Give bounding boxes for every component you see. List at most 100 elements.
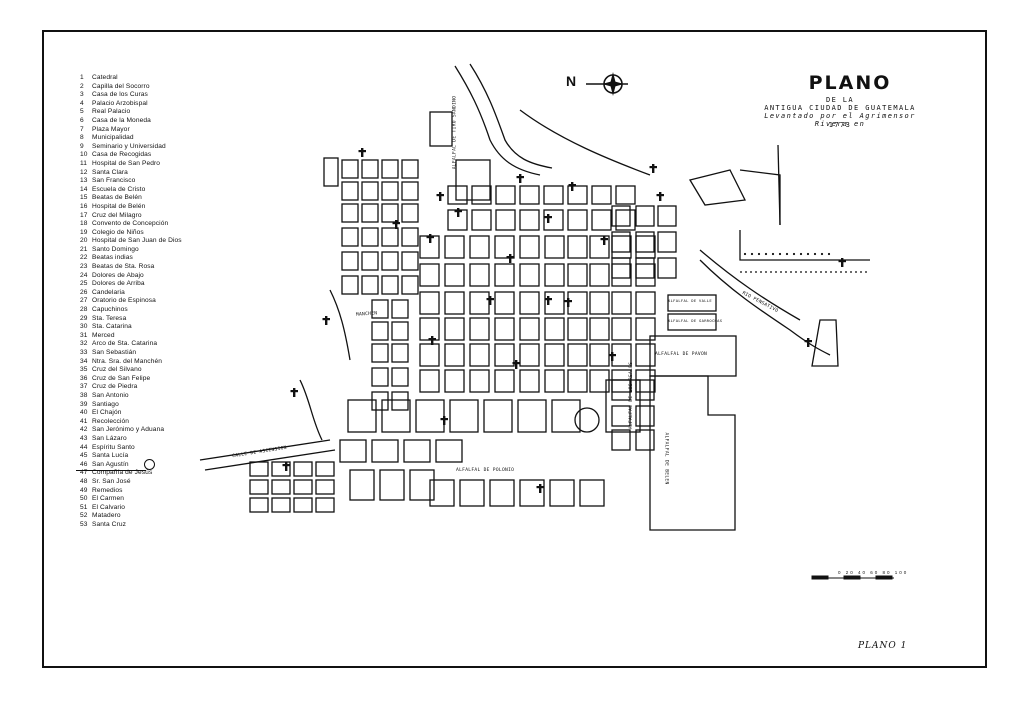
legend-number: 31: [80, 331, 88, 339]
scale-bar: [811, 575, 894, 580]
legend-number: 20: [80, 237, 88, 245]
city-block: [444, 263, 465, 287]
legend-number: 34: [80, 357, 88, 365]
city-block: [429, 111, 453, 147]
legend-name: El Chajón: [92, 409, 122, 417]
legend-number: 15: [80, 194, 88, 202]
legend-underline: [76, 470, 146, 471]
legend-number: 33: [80, 349, 88, 356]
city-block: [589, 235, 610, 259]
legend-number: 19: [80, 228, 88, 236]
legend-name: Convento de Concepción: [92, 220, 169, 228]
city-block: [315, 461, 335, 477]
legend-number: 35: [80, 366, 88, 374]
legend-number: 2: [80, 82, 84, 90]
city-block: [429, 479, 455, 507]
city-block: [635, 263, 656, 287]
city-block: [391, 321, 409, 341]
legend-item: 29 Sta. Teresa: [80, 315, 220, 324]
city-block: [401, 251, 419, 271]
map-subtitle-year: 1773: [828, 121, 852, 129]
city-block: [401, 203, 419, 223]
legend-name: Candelaria: [92, 288, 125, 296]
map-title: PLANO: [808, 72, 892, 94]
city-block: [371, 439, 399, 463]
map-frame: [42, 30, 987, 668]
compass-rose-icon: [586, 72, 628, 96]
legend-name: San Lázaro: [92, 434, 127, 442]
boundary-dot: [792, 252, 796, 256]
city-block: [657, 205, 677, 227]
legend-name: Municipalidad: [92, 134, 134, 142]
legend-number: 41: [80, 417, 88, 425]
legend-number: 24: [80, 271, 88, 279]
city-block: [419, 263, 440, 287]
city-block: [469, 369, 490, 393]
legend-number: 52: [80, 512, 88, 520]
city-block: [611, 317, 632, 341]
legend-highlight-circle: [144, 459, 155, 470]
legend-name: Compañía de Jesús: [92, 469, 153, 477]
label-alfalfal-tiro: ALFALFAL DE TIRO SANDINO: [452, 95, 458, 170]
city-block: [567, 369, 588, 393]
city-block: [483, 399, 513, 433]
city-block: [249, 479, 269, 495]
city-block: [435, 439, 463, 463]
legend-number: 50: [80, 495, 88, 503]
boundary-dot: [799, 252, 803, 256]
label-alfalfal-belen: ALFALFAL DE BELEN: [663, 432, 669, 485]
legend-number: 18: [80, 220, 88, 228]
city-block: [494, 317, 515, 341]
church-cross-icon: [564, 298, 572, 307]
city-block: [519, 235, 540, 259]
city-block: [469, 263, 490, 287]
plate-label: PLANO 1: [858, 641, 908, 651]
legend-number: 12: [80, 168, 88, 176]
city-block: [271, 461, 291, 477]
city-block: [419, 291, 440, 315]
church-cross-icon: [838, 258, 846, 267]
boundary-dot: [827, 252, 831, 256]
legend-name: Sta. Teresa: [92, 314, 127, 322]
city-block: [519, 343, 540, 367]
church-cross-icon: [436, 192, 444, 201]
city-block: [544, 291, 565, 315]
legend-name: Colegio de Niños: [92, 228, 144, 236]
city-block: [381, 203, 399, 223]
city-block: [381, 251, 399, 271]
city-block: [419, 343, 440, 367]
city-block: [361, 181, 379, 201]
city-block: [371, 299, 389, 319]
legend-name: Arco de Sta. Catarina: [92, 340, 158, 348]
legend-number: 17: [80, 211, 88, 219]
city-block: [567, 317, 588, 341]
city-block: [519, 479, 545, 507]
church-cross-icon: [649, 164, 657, 173]
city-block: [349, 469, 375, 501]
city-block: [567, 209, 588, 231]
city-block: [361, 275, 379, 295]
legend-number: 40: [80, 409, 88, 417]
church-cross-icon: [656, 192, 664, 201]
city-block: [611, 405, 631, 427]
city-block: [494, 369, 515, 393]
city-block: [401, 181, 419, 201]
legend-number: 29: [80, 314, 88, 322]
church-cross-icon: [512, 360, 520, 369]
legend-number: 44: [80, 443, 88, 451]
